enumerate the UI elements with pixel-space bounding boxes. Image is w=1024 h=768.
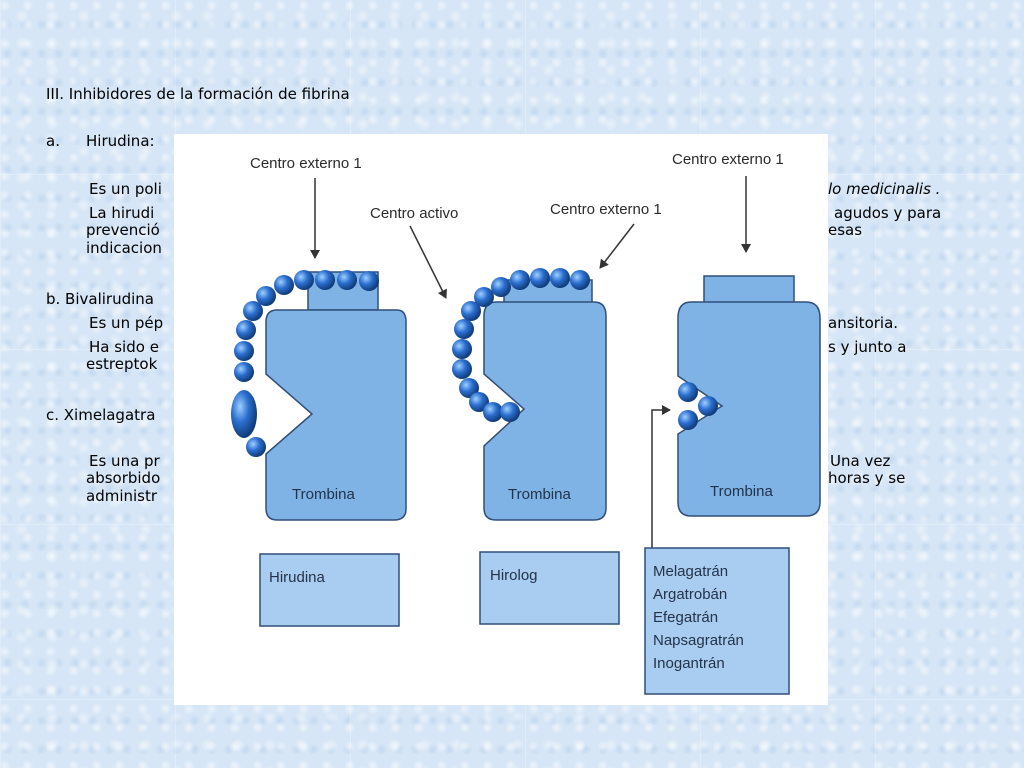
section-b-title: b. Bivalirudina bbox=[46, 291, 154, 308]
section-b-line1-end: ansitoria. bbox=[828, 315, 898, 332]
inhibitor-item: Napsagratrán bbox=[653, 629, 744, 652]
trombina-label-2: Trombina bbox=[508, 486, 571, 503]
hirudina-box bbox=[260, 554, 399, 626]
arrow-centro-externo-mid bbox=[600, 224, 634, 268]
trombina-label-3: Trombina bbox=[710, 483, 773, 500]
thrombin-small-inhibitor-complex: Trombina bbox=[678, 276, 820, 516]
hirolog-box-label: Hirolog bbox=[490, 564, 538, 587]
inhibitor-item: Melagatrán bbox=[653, 560, 744, 583]
section-b-line2-end: s y junto a bbox=[828, 339, 906, 356]
inhibitor-item: Argatrobán bbox=[653, 583, 744, 606]
slide-heading: III. Inhibidores de la formación de fibr… bbox=[46, 86, 350, 103]
section-b-line1-start: Es un pép bbox=[89, 315, 163, 332]
thrombin-hirudin-complex: Trombina bbox=[231, 270, 406, 520]
section-c-line3-start: administr bbox=[86, 488, 157, 505]
section-b-line2-start: Ha sido e bbox=[89, 339, 159, 356]
arrow-inhibitors-to-pocket bbox=[652, 410, 670, 549]
section-c-line2-start: absorbido bbox=[86, 470, 160, 487]
hirolog-box bbox=[480, 552, 619, 624]
label-centro-externo-mid: Centro externo 1 bbox=[550, 201, 662, 218]
section-a-line1-start: Es un poli bbox=[89, 181, 162, 198]
trombina-label-1: Trombina bbox=[292, 486, 355, 503]
section-c-title: c. Ximelagatra bbox=[46, 407, 155, 424]
inhibitor-item: Inogantrán bbox=[653, 652, 744, 675]
inhibitor-item: Efegatrán bbox=[653, 606, 744, 629]
section-c-line2-end: horas y se bbox=[828, 470, 905, 487]
thrombin-hirolog-complex: Trombina bbox=[452, 268, 606, 520]
thrombin-inhibitor-figure: Centro externo 1 Centro activo Centro ex… bbox=[174, 134, 828, 705]
inhibitor-list: Melagatrán Argatrobán Efegatrán Napsagra… bbox=[653, 560, 744, 675]
section-a-title: Hirudina: bbox=[86, 133, 155, 150]
section-a-line1-end: lo medicinalis . bbox=[828, 181, 940, 198]
label-centro-externo-left: Centro externo 1 bbox=[250, 155, 362, 172]
section-b-line3-start: estreptok bbox=[86, 356, 157, 373]
section-c-line1-start: Es una pr bbox=[89, 453, 160, 470]
section-a-marker: a. bbox=[46, 133, 60, 150]
section-a-line4-start: indicacion bbox=[86, 240, 162, 257]
section-c-line1-end: Una vez bbox=[830, 453, 890, 470]
hirudina-box-label: Hirudina bbox=[269, 566, 325, 589]
label-centro-externo-right: Centro externo 1 bbox=[672, 151, 784, 168]
section-a-line2-start: La hirudi bbox=[89, 205, 154, 222]
label-centro-activo: Centro activo bbox=[370, 205, 458, 222]
section-a-line3-end: esas bbox=[828, 222, 862, 239]
section-a-line2-end: agudos y para bbox=[834, 205, 941, 222]
arrow-centro-activo bbox=[410, 226, 446, 298]
section-a-line3-start: prevenció bbox=[86, 222, 160, 239]
